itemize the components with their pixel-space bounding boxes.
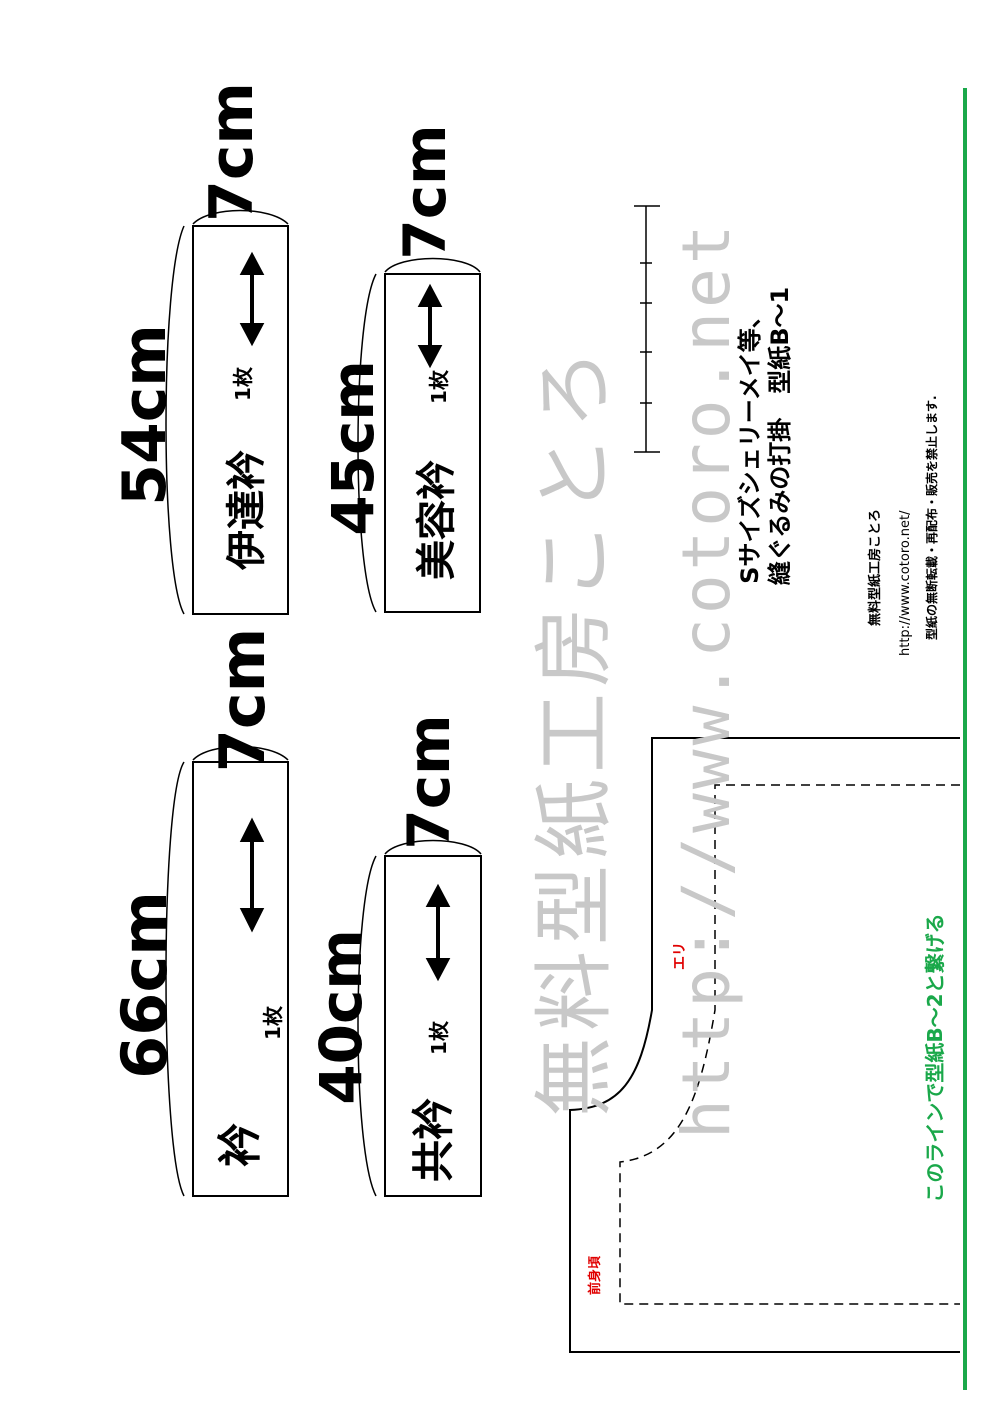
- collar-width: 7cm: [206, 627, 279, 773]
- biyou-eri-length-bracket: [357, 273, 377, 613]
- tomoeri-name: 共衿: [409, 1098, 458, 1183]
- collar-name: 衿: [215, 1123, 266, 1167]
- collar-length-bracket: [165, 761, 185, 1197]
- biyou-eri-count: 1枚: [427, 370, 451, 404]
- date-eri-width: 7cm: [197, 82, 267, 222]
- maemigoro-label: 前身頃: [588, 1255, 603, 1295]
- date-eri-rect: [192, 225, 289, 615]
- title-line2: 縫ぐるみの打掛 型紙B～1: [766, 286, 794, 586]
- credits-line3: 型紙の無断転載・再配布・販売を禁止します.: [925, 395, 939, 640]
- credits-line2: http://www.cotoro.net/: [898, 510, 913, 656]
- watermark-line1: 無料型紙工房ことろ: [528, 343, 621, 1117]
- biyou-eri-width: 7cm: [391, 124, 459, 260]
- eri-label: エリ: [672, 942, 688, 970]
- collar-rect: [192, 761, 289, 1197]
- date-eri-count: 1枚: [231, 367, 255, 401]
- tomoeri-length-bracket: [357, 855, 377, 1197]
- biyou-eri-rect: [384, 273, 481, 613]
- tomoeri-length: 40cm: [307, 929, 375, 1105]
- date-eri-length-bracket: [165, 225, 185, 615]
- date-eri-name: 伊達衿: [224, 450, 270, 570]
- credits-line1: 無料型紙工房ことろ: [868, 508, 883, 626]
- collar-length: 66cm: [108, 891, 181, 1079]
- scale-line: [634, 205, 660, 453]
- bodice-outline: [569, 737, 960, 1353]
- tomoeri-width: 7cm: [395, 714, 463, 850]
- collar-width-bracket: [192, 745, 289, 761]
- biyou-eri-name: 美容衿: [414, 460, 460, 580]
- biyou-eri-width-bracket: [384, 257, 481, 273]
- tomoeri-count: 1枚: [427, 1021, 451, 1055]
- date-eri-length: 54cm: [110, 324, 180, 506]
- biyou-eri-length: 45cm: [319, 360, 387, 536]
- collar-count: 1枚: [261, 1006, 285, 1040]
- grain-arrows: [239, 251, 451, 982]
- tomoeri-rect: [384, 855, 482, 1197]
- tomoeri-width-bracket: [384, 839, 482, 855]
- date-eri-width-bracket: [192, 209, 289, 225]
- join-note: このラインで型紙B～2と繋げる: [923, 913, 947, 1203]
